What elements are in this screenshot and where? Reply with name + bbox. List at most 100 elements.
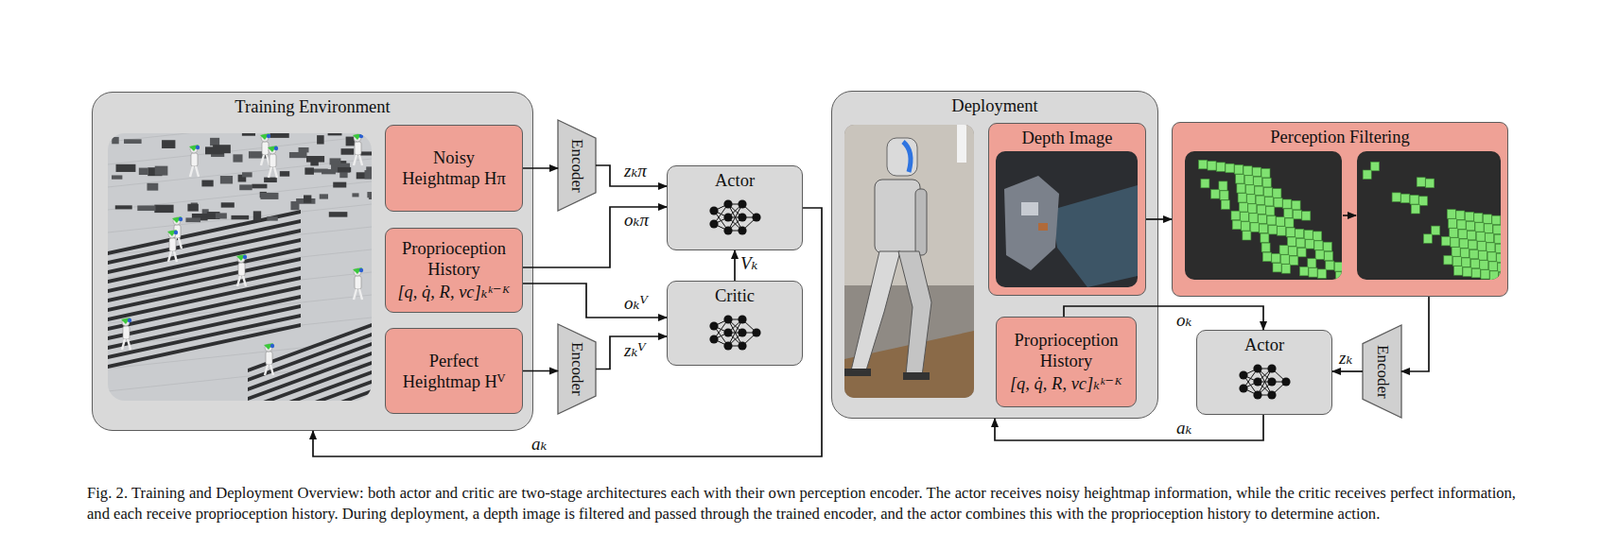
box-title: Training Environment (92, 96, 533, 118)
heightmap-cell (1446, 209, 1456, 220)
network-neuron (737, 328, 747, 337)
network-link (728, 319, 743, 333)
terrain-block (201, 180, 213, 188)
heightmap-cell (1296, 238, 1305, 247)
terrain-block (310, 158, 318, 166)
terrain-block (154, 205, 174, 213)
terrain-block (290, 201, 299, 210)
stair-step (107, 219, 301, 265)
robot-head (353, 268, 362, 277)
robot-head (268, 146, 277, 155)
network-neuron (1238, 383, 1248, 393)
terrain-block (215, 212, 227, 219)
heightmap-cell (1243, 166, 1253, 176)
network-link (742, 217, 757, 231)
network-link (728, 204, 743, 206)
heightmap-cell (1495, 243, 1501, 254)
heading-marker (359, 268, 364, 273)
floor (107, 133, 372, 401)
hanging-rope (956, 124, 967, 163)
robot-leg (274, 167, 278, 178)
heightmap-cell (1441, 236, 1450, 246)
network-link (713, 326, 729, 333)
signal-arrow (733, 250, 736, 281)
heightmap-cell (1254, 186, 1264, 196)
network-link (728, 332, 743, 334)
terrain-block (341, 148, 355, 156)
robot-figure (352, 267, 364, 300)
network-link (728, 217, 743, 231)
robot-body (269, 154, 277, 168)
heightmap-cell (1253, 176, 1263, 187)
encoder-shape (1362, 325, 1402, 418)
network-link (1257, 382, 1272, 396)
terrain-block (207, 211, 221, 220)
command-marker (267, 145, 278, 153)
terrain-block (202, 208, 209, 217)
heightmap-cell (1307, 259, 1317, 269)
heightmap-cell (1267, 215, 1276, 226)
heightmap-cell (1262, 177, 1271, 188)
heightmap-cell (1479, 260, 1489, 271)
heightmap-cell (1494, 234, 1501, 244)
heightmap-image (1184, 151, 1342, 280)
stair-step (107, 323, 301, 369)
network-link (1257, 395, 1272, 397)
heightmap-cell (1244, 175, 1253, 186)
network-link (1243, 375, 1258, 396)
robot-body (354, 141, 362, 156)
terrain-block (330, 157, 342, 165)
command-marker (260, 133, 270, 140)
signal-label: oₖⱽ (624, 293, 648, 314)
heightmap-cell (1252, 167, 1262, 177)
floor-tile-line (107, 317, 372, 347)
network-link (728, 332, 743, 347)
robot-figure (172, 216, 183, 249)
terrain-block (111, 174, 122, 179)
heightmap-cell (1454, 266, 1463, 277)
heightmap-cell (1325, 260, 1335, 271)
robot-visor (903, 141, 911, 173)
robot-leg (268, 167, 272, 178)
heightmap-cell (1314, 241, 1323, 251)
heightmap-cell (1266, 206, 1275, 216)
terrain-block (191, 202, 198, 208)
network-neuron (737, 212, 747, 222)
signal-label: aₖ (531, 434, 547, 455)
heightmap-cell (1286, 227, 1295, 238)
network-neuron (1238, 370, 1248, 380)
terrain-block (242, 172, 253, 177)
heightmap-cell (1492, 215, 1501, 226)
network-link (742, 332, 757, 334)
floor-tile-line (107, 158, 372, 188)
signal-arrow (522, 283, 667, 318)
network-link (713, 319, 729, 327)
heightmap-cell (1304, 240, 1314, 250)
terrain-block (115, 205, 133, 209)
network-link (1257, 368, 1272, 383)
heightmap-cell (1391, 192, 1401, 203)
heightmap-background (1184, 151, 1342, 280)
network-link (1257, 368, 1272, 396)
heightmap-cell (1220, 200, 1230, 210)
network-link (728, 230, 743, 232)
robot-figure (167, 229, 178, 262)
heightmap-cell (1443, 255, 1453, 265)
heightmap-cell (1236, 184, 1246, 194)
heightmap-cell (1468, 240, 1478, 249)
heightmap-cell (1450, 238, 1460, 248)
heightmap-cell (1458, 229, 1467, 240)
command-marker (189, 144, 199, 152)
encoder-label: Encoder (567, 139, 587, 193)
encoder-label: Encoder (1373, 345, 1392, 400)
robot-body (122, 326, 130, 340)
stair-step (247, 370, 372, 401)
network-icon (709, 199, 761, 235)
terrain-block (221, 202, 235, 208)
heightmap-cell (1284, 208, 1293, 219)
terrain-block (263, 177, 278, 183)
network-box: Critic (666, 280, 803, 366)
terrain-block (295, 198, 315, 205)
floor-tile-line (107, 204, 372, 233)
